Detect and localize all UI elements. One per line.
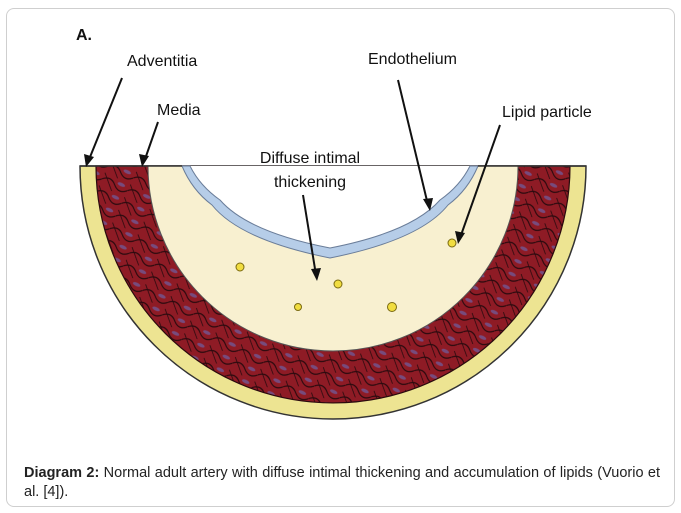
caption-text: Normal adult artery with diffuse intimal… — [24, 465, 660, 500]
artery-diagram: A. Adventitia Media Endothelium Lipid pa… — [0, 0, 681, 440]
label-thickening: thickening — [246, 174, 374, 192]
label-lipid-particle: Lipid particle — [502, 104, 592, 122]
figure-caption: Diagram 2: Normal adult artery with diff… — [24, 464, 660, 502]
caption-label: Diagram 2: — [24, 465, 99, 481]
artery-cross-section — [0, 0, 681, 440]
label-endothelium: Endothelium — [368, 51, 457, 69]
panel-label: A. — [76, 27, 92, 45]
label-media: Media — [157, 102, 201, 120]
label-adventitia: Adventitia — [127, 53, 197, 71]
label-diffuse-intimal: Diffuse intimal — [246, 150, 374, 168]
